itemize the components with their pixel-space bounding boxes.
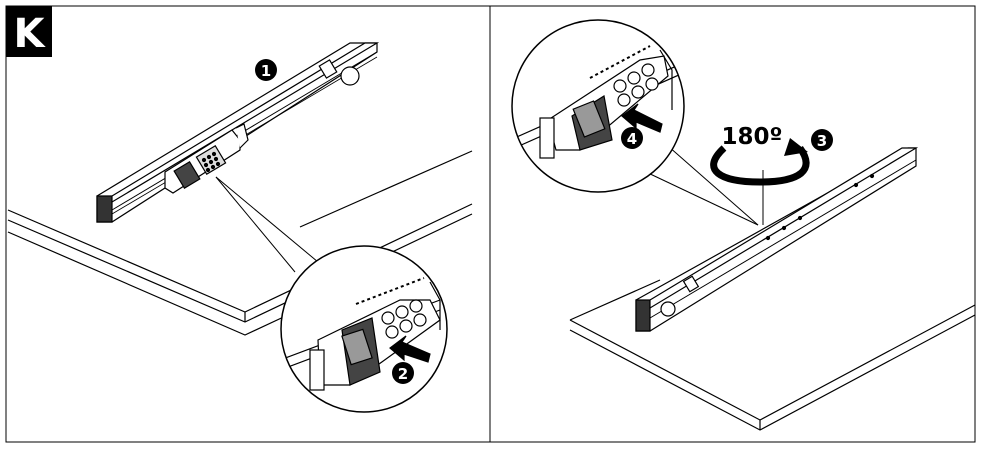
press-arrow-icon-right	[621, 103, 663, 133]
step-marker-4: 4	[621, 127, 643, 149]
right-panel: 180º 3	[511, 19, 976, 431]
press-arrow-icon	[389, 335, 431, 363]
right-zoom-leaders	[645, 145, 759, 226]
step-marker-4-text: 4	[627, 130, 637, 148]
rotation-arrow-icon	[710, 138, 810, 186]
right-level-tool	[635, 147, 919, 332]
left-zoom-circle	[280, 245, 448, 413]
figure-label-text: K	[14, 11, 47, 57]
step-marker-3-text: 3	[817, 132, 827, 150]
left-panel: 1 2	[7, 42, 473, 413]
left-table	[7, 150, 473, 336]
step-marker-2-text: 2	[398, 365, 408, 383]
rotation-label: 180º	[722, 124, 783, 150]
right-zoom-circle	[511, 19, 685, 193]
step-marker-3: 3	[811, 129, 833, 151]
left-zoom-leaders	[215, 176, 319, 273]
left-level-tool	[96, 42, 380, 223]
right-table	[569, 279, 976, 431]
step-marker-2: 2	[392, 362, 414, 384]
figure-label-badge: K	[6, 6, 52, 57]
step-marker-1: 1	[255, 59, 277, 81]
step-marker-1-text: 1	[261, 62, 271, 80]
